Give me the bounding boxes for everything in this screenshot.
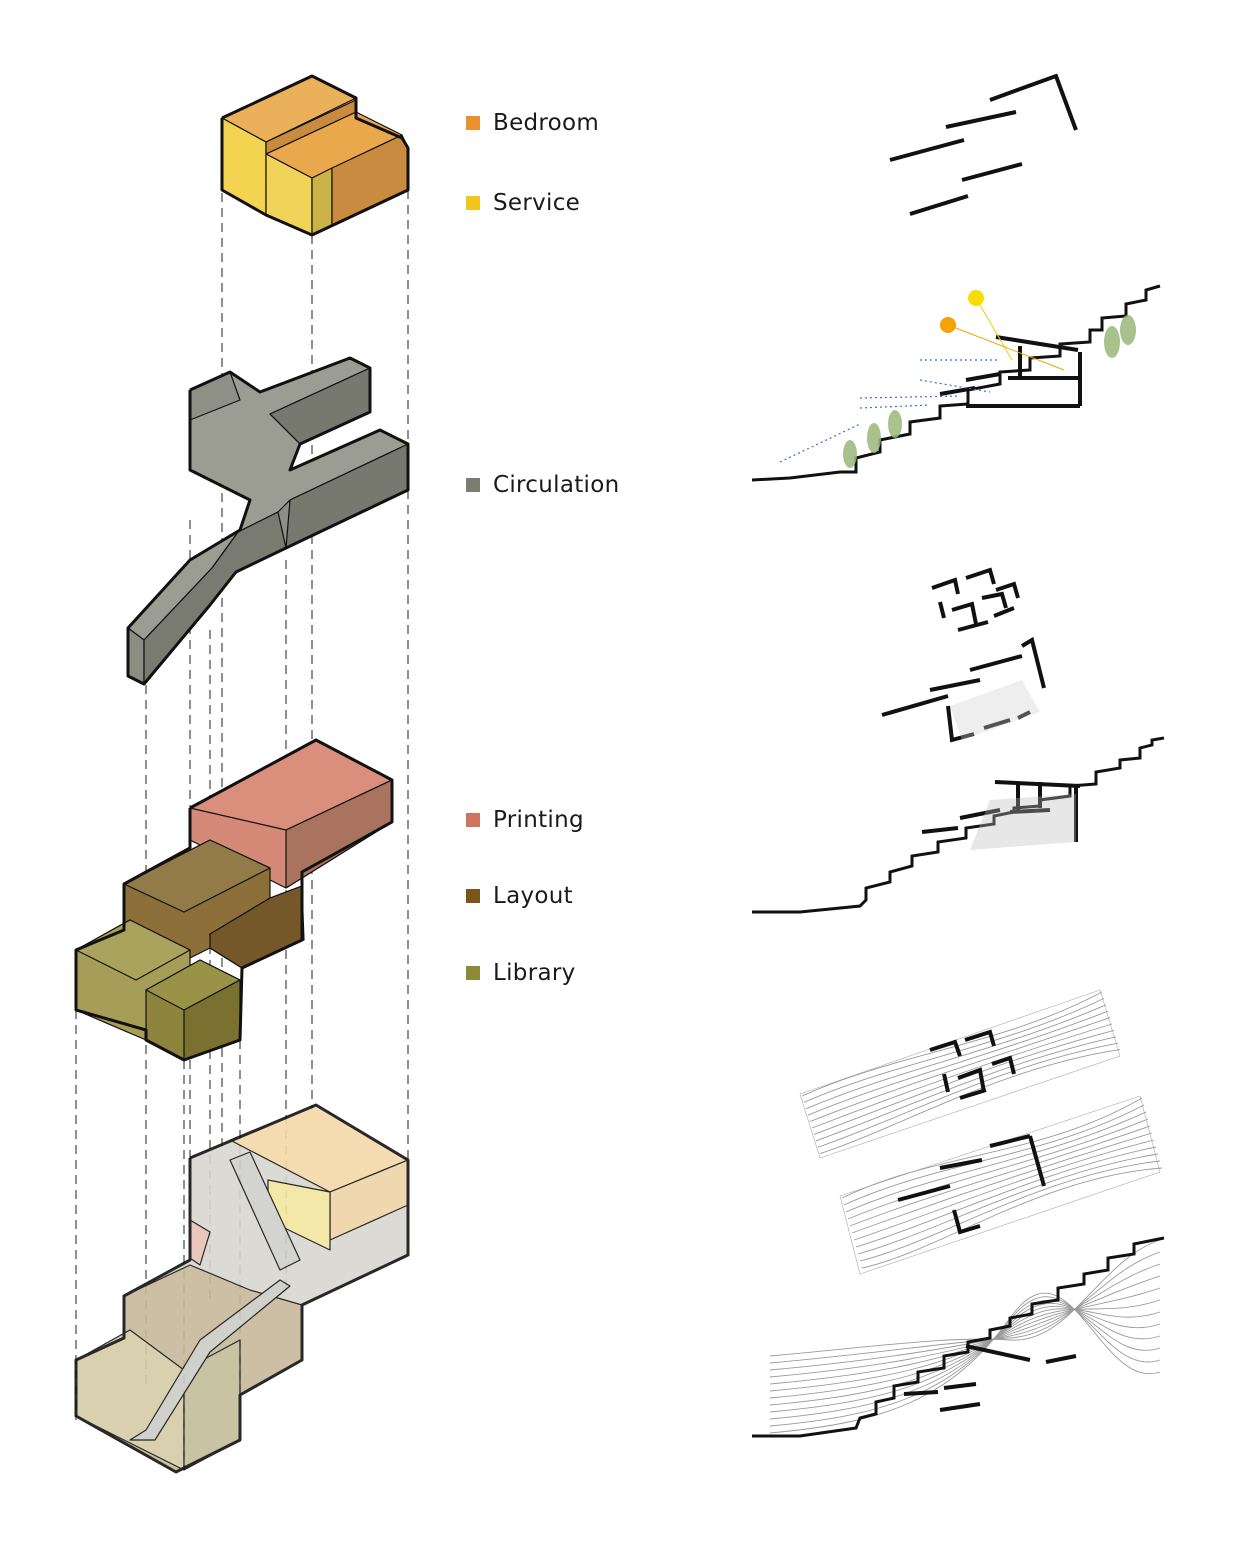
- airflow-line: [853, 1139, 1155, 1241]
- airflow-line: [861, 1167, 1163, 1269]
- airflow-line: [807, 1010, 1109, 1116]
- bedroom-swatch-icon: [466, 116, 480, 130]
- airflow-line: [801, 991, 1103, 1097]
- airflow-line: [809, 1017, 1111, 1123]
- airflow-line: [769, 1305, 1161, 1406]
- legend-library: Library: [466, 960, 576, 986]
- service-swatch-icon: [466, 196, 480, 210]
- library-swatch-icon: [466, 966, 480, 980]
- legend-label-service: Service: [493, 190, 581, 216]
- exploded-axonometric: [74, 74, 410, 1474]
- airflow-line: [803, 997, 1105, 1103]
- bedroom-service-massing: [220, 74, 410, 237]
- airflow-line: [805, 1004, 1107, 1110]
- combined-massing: [74, 1103, 410, 1474]
- circulation-swatch-icon: [466, 478, 480, 492]
- airflow-line: [819, 1049, 1121, 1155]
- legend-layout: Layout: [466, 883, 573, 909]
- legend-label-circulation: Circulation: [493, 472, 620, 498]
- airflow-line: [817, 1042, 1119, 1148]
- airflow-line: [851, 1132, 1153, 1234]
- airflow-line: [849, 1125, 1151, 1227]
- circulation-massing: [126, 356, 410, 686]
- legend-label-layout: Layout: [493, 883, 573, 909]
- legend-printing: Printing: [466, 807, 584, 833]
- sun-section-diagram: [751, 284, 1161, 482]
- airflow-line: [841, 1097, 1143, 1199]
- airflow-line: [843, 1104, 1145, 1206]
- airflow-line: [769, 1308, 1161, 1399]
- airflow-line: [847, 1118, 1149, 1220]
- legend-label-library: Library: [493, 960, 576, 986]
- legend-label-printing: Printing: [493, 807, 584, 833]
- airflow-line: [811, 1023, 1113, 1129]
- airflow-plan-diagram: [799, 989, 1163, 1275]
- printing-layout-library-massing: [74, 738, 394, 1062]
- airflow-line: [855, 1146, 1157, 1248]
- tree-icons: [843, 315, 1136, 468]
- airflow-section-diagram: [752, 1236, 1165, 1438]
- legend-label-bedroom: Bedroom: [493, 110, 600, 136]
- airflow-line: [769, 1251, 1161, 1364]
- airflow-line: [769, 1239, 1161, 1357]
- printing-swatch-icon: [466, 813, 480, 827]
- legend-bedroom: Bedroom: [466, 110, 599, 136]
- airflow-line: [769, 1275, 1161, 1378]
- airflow-line: [813, 1029, 1115, 1135]
- layout-swatch-icon: [466, 889, 480, 903]
- airflow-line: [857, 1153, 1159, 1255]
- light-section-diagram: [752, 736, 1165, 914]
- morning-sun-icon: [940, 317, 956, 333]
- legend-circulation: Circulation: [466, 472, 619, 498]
- light-study-diagram: [881, 567, 1046, 743]
- airflow-line: [769, 1287, 1161, 1385]
- airflow-line: [815, 1036, 1117, 1142]
- plan-lines-diagram: [889, 73, 1078, 216]
- airflow-line: [769, 1263, 1161, 1371]
- airflow-line: [769, 1299, 1161, 1392]
- legend-service: Service: [466, 190, 580, 216]
- noon-sun-icon: [968, 290, 984, 306]
- airflow-line: [859, 1160, 1161, 1262]
- airflow-line: [845, 1111, 1147, 1213]
